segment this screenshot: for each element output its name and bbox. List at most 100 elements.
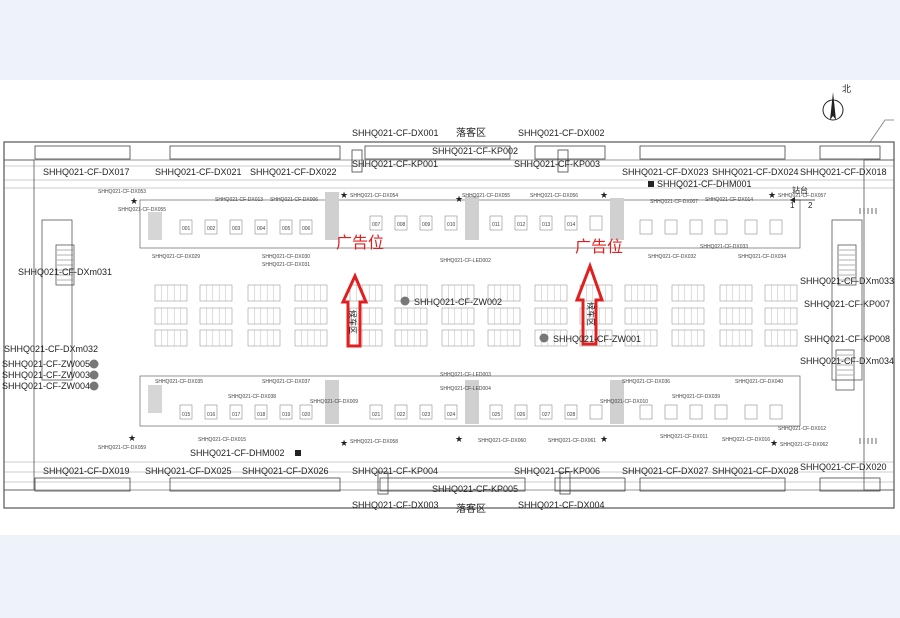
seat-block xyxy=(487,284,521,302)
seat-block xyxy=(199,284,233,302)
label-zw001: SHHQ021-CF-ZW001 xyxy=(553,334,641,344)
small-top-item: SHHQ021-CF-DX013 xyxy=(215,197,263,203)
label-kp006: SHHQ021-CF-KP006 xyxy=(514,466,600,476)
seat-block xyxy=(624,329,658,347)
svg-text:★: ★ xyxy=(455,435,463,445)
seat-block xyxy=(247,307,281,325)
gate-bottom-item: 021 xyxy=(372,412,381,418)
label-dx001: SHHQ021-CF-DX001 xyxy=(352,128,439,138)
small-bottom-item: SHHQ021-CF-DX010 xyxy=(600,399,648,405)
seat-block xyxy=(487,307,521,325)
arrow-right-icon xyxy=(574,261,605,346)
seat-block xyxy=(671,329,705,347)
small-bottom-item: SHHQ021-CF-DX059 xyxy=(98,445,146,451)
seat-block xyxy=(394,329,428,347)
seat-block xyxy=(294,307,328,325)
label-dx019: SHHQ021-CF-DX019 xyxy=(43,466,130,476)
seat-block xyxy=(487,329,521,347)
seat-block xyxy=(671,307,705,325)
gate-top-item: 012 xyxy=(517,222,526,228)
svg-text:★: ★ xyxy=(455,195,463,205)
label-dx002: SHHQ021-CF-DX002 xyxy=(518,128,605,138)
svg-text:★: ★ xyxy=(768,191,776,201)
seat-block xyxy=(154,329,188,347)
small-top-item: SHHQ021-CF-DX054 xyxy=(350,193,398,199)
label-kp008: SHHQ021-CF-KP008 xyxy=(804,334,890,344)
label-zw005: SHHQ021-CF-ZW005 xyxy=(2,359,90,369)
small-bottom-item: SHHQ021-CF-DX037 xyxy=(262,379,310,385)
small-bottom-item: SHHQ021-CF-DX016 xyxy=(722,437,770,443)
label-dx017: SHHQ021-CF-DX017 xyxy=(43,167,130,177)
platform-two: 2 xyxy=(808,201,813,210)
ad-label-right: 广告位 xyxy=(575,238,623,256)
gate-top-item: 009 xyxy=(422,222,431,228)
small-bottom-item: SHHQ021-CF-DX060 xyxy=(478,438,526,444)
label-dxm034: SHHQ021-CF-DXm034 xyxy=(800,356,894,366)
gate-bottom-item: 023 xyxy=(422,412,431,418)
left-stairs xyxy=(57,249,855,381)
north-label: 北 xyxy=(842,84,851,94)
small-top-labels: SHHQ021-CF-DX053SHHQ021-CF-DX055SHHQ021-… xyxy=(98,189,826,268)
gate-bottom-item: 017 xyxy=(232,412,241,418)
small-top-item: SHHQ021-CF-DX006 xyxy=(270,197,318,203)
seat-block xyxy=(441,284,475,302)
label-bottom-area: 落客区 xyxy=(456,502,486,515)
gate-bottom-item: 016 xyxy=(207,412,216,418)
seat-block xyxy=(764,307,798,325)
seat-block xyxy=(394,307,428,325)
seat-block xyxy=(534,307,568,325)
gate-bottom-item: 015 xyxy=(182,412,191,418)
label-dx021: SHHQ021-CF-DX021 xyxy=(155,167,242,177)
gate-bottom-item: 022 xyxy=(397,412,406,418)
queue-label-right: 候车区 xyxy=(586,302,596,326)
seat-block xyxy=(349,329,383,347)
small-bottom-item: SHHQ021-CF-DX009 xyxy=(310,399,358,405)
small-bottom-item: SHHQ021-CF-DX038 xyxy=(228,394,276,400)
label-kp001: SHHQ021-CF-KP001 xyxy=(352,159,438,169)
label-dxm031: SHHQ021-CF-DXm031 xyxy=(18,267,112,277)
seat-block xyxy=(764,329,798,347)
bottom-doors xyxy=(34,471,881,495)
small-top-item: SHHQ021-CF-DX030 xyxy=(262,254,310,260)
gate-top-item: 005 xyxy=(282,226,291,232)
small-bottom-labels: SHHQ021-CF-DX035 SHHQ021-CF-DX037SHHQ021-… xyxy=(98,372,828,451)
gate-top-item: 001 xyxy=(182,226,191,232)
label-dhm002: SHHQ021-CF-DHM002 xyxy=(190,448,285,458)
small-bottom-item: SHHQ021-CF-DX012 xyxy=(778,426,826,432)
small-top-item: SHHQ021-CF-DX034 xyxy=(738,254,786,260)
label-dx022: SHHQ021-CF-DX022 xyxy=(250,167,337,177)
queue-label-left: 候车区 xyxy=(348,310,358,334)
label-kp004: SHHQ021-CF-KP004 xyxy=(352,466,438,476)
gate-bottom-item: 027 xyxy=(542,412,551,418)
label-dx027: SHHQ021-CF-DX027 xyxy=(622,466,709,476)
arrow-left-icon xyxy=(340,272,369,348)
gate-bottom-item: 026 xyxy=(517,412,526,418)
label-kp007: SHHQ021-CF-KP007 xyxy=(804,299,890,309)
zone-markers xyxy=(89,296,549,391)
svg-text:★: ★ xyxy=(600,191,608,201)
label-dx003: SHHQ021-CF-DX003 xyxy=(352,500,439,510)
small-bottom-item: SHHQ021-CF-DX035 xyxy=(155,379,203,385)
small-top-item: SHHQ021-CF-DX031 xyxy=(262,262,310,268)
small-top-item: SHHQ021-CF-DX007 xyxy=(650,199,698,205)
seat-block xyxy=(671,284,705,302)
gate-top-item: 003 xyxy=(232,226,241,232)
gate-bottom-item: 018 xyxy=(257,412,266,418)
small-top-item: SHHQ021-CF-DX055 xyxy=(118,207,166,213)
label-zw004: SHHQ021-CF-ZW004 xyxy=(2,381,90,391)
ad-arrows xyxy=(340,261,605,348)
north-compass-icon xyxy=(822,92,844,121)
small-top-item: SHHQ021-CF-DX056 xyxy=(530,193,578,199)
small-top-item: SHHQ021-CF-DX014 xyxy=(705,197,753,203)
seat-block xyxy=(624,307,658,325)
label-dx028: SHHQ021-CF-DX028 xyxy=(712,466,799,476)
svg-text:★: ★ xyxy=(128,434,136,444)
label-kp005: SHHQ021-CF-KP005 xyxy=(432,484,518,494)
gate-top-item: 014 xyxy=(567,222,576,228)
gate-bottom-item: 024 xyxy=(447,412,456,418)
seat-block xyxy=(349,307,383,325)
seat-block xyxy=(154,307,188,325)
gate-bottom-item: 025 xyxy=(492,412,501,418)
